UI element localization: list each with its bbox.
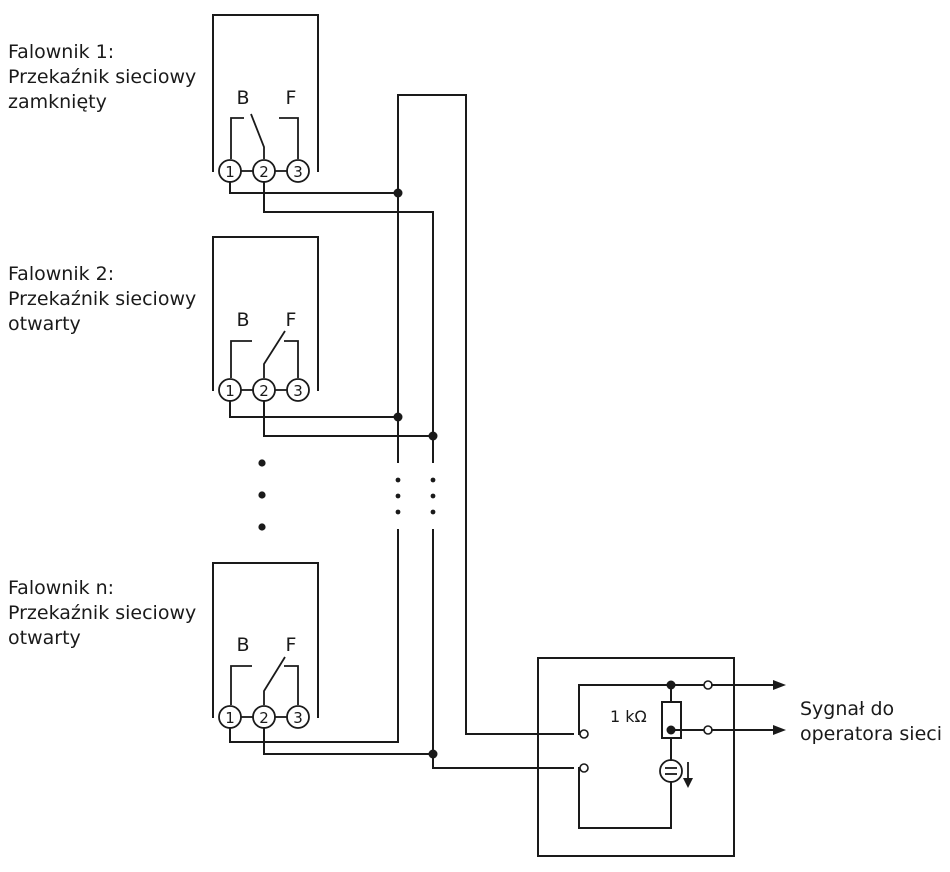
inverter-n-contact-b-label: B	[236, 634, 249, 656]
input-terminal	[579, 729, 589, 739]
inverter-n-contact-b	[230, 665, 252, 705]
junction-dot	[393, 412, 403, 422]
inverter-2-wire-terminal-1	[229, 400, 399, 418]
inverter-1-terminal-2-label: 2	[259, 163, 269, 181]
bus-break-dots	[395, 477, 436, 515]
inverter-n-contact-f-label: F	[286, 634, 297, 656]
inverter-n-terminal-3	[286, 705, 310, 729]
inverter-n-wire-terminal-1	[229, 727, 399, 743]
inverter-1-terminal-3-label: 3	[293, 163, 303, 181]
inverter-2-contact-f-label: F	[286, 309, 297, 331]
inverter-2-relay-label: Przekaźnik sieciowy	[8, 288, 197, 310]
output-signal-line-2: operatora sieci	[800, 723, 942, 745]
inverter-1-housing	[212, 14, 319, 172]
inverter-1-relay-label: Przekaźnik sieciowy	[8, 66, 197, 88]
bus-2-lower	[432, 529, 574, 769]
inverter-2-contact-b	[230, 340, 252, 378]
inverter-2-relay-open	[263, 330, 286, 378]
bus-terminal-2	[428, 431, 574, 769]
inverter-2-label: Falownik 2: Przekaźnik sieciowy otwarty	[8, 262, 196, 337]
inverter-2-terminal-1-label: 1	[225, 382, 235, 400]
inverter-2-title: Falownik 2:	[8, 263, 115, 285]
inverter-2-contact-f	[284, 340, 299, 378]
output-terminal	[703, 725, 713, 735]
bus-break-dot	[430, 477, 436, 483]
bus-1-return	[397, 94, 574, 735]
inverter-1: B F 1 2 3	[212, 14, 434, 437]
current-source-symbol	[659, 759, 683, 783]
inverter-1-title: Falownik 1:	[8, 41, 115, 63]
inverter-1-contact-f-label: F	[286, 87, 297, 109]
bus-terminal-1	[393, 94, 574, 743]
bus-break-dot	[395, 477, 401, 483]
inverter-1-terminal-1-label: 1	[225, 163, 235, 181]
inverter-n-label: Falownik n: Przekaźnik sieciowy otwarty	[8, 576, 196, 651]
bus-break-dot	[430, 493, 436, 499]
junction-dot	[428, 749, 438, 759]
inverter-1-contact-b-label: B	[236, 87, 249, 109]
inverter-1-relay-closed	[250, 113, 265, 159]
inverter-1-contact-b	[230, 117, 244, 159]
junction-dot	[393, 188, 403, 198]
inverter-1-wire-terminal-2	[263, 181, 434, 437]
inverter-n: B F 1 2 3	[212, 562, 434, 755]
junction-dot	[666, 725, 676, 735]
monitoring-unit-housing	[537, 657, 735, 857]
inverter-1-wire-terminal-1	[229, 181, 399, 194]
inverter-2-terminal-2-label: 2	[259, 382, 269, 400]
inverter-2-terminal-3	[286, 378, 310, 402]
inverter-2-wire-terminal-2	[263, 400, 434, 437]
inverter-n-title: Falownik n:	[8, 577, 115, 599]
arrow-right-icon	[773, 680, 786, 690]
ellipsis-dot	[258, 459, 266, 467]
bus-break-dot	[430, 509, 436, 515]
inverter-n-terminal-3-label: 3	[293, 709, 303, 727]
junction-dot	[666, 680, 676, 690]
inverter-n-relay-open	[263, 656, 286, 705]
inverter-n-contact-f	[284, 665, 299, 705]
inverter-n-housing	[212, 562, 319, 718]
inverter-2-relay-state: otwarty	[8, 313, 81, 335]
inverter-1-relay-state: zamknięty	[8, 91, 107, 113]
resistor-label: 1 kΩ	[610, 707, 647, 726]
arrow-right-icon	[773, 725, 786, 735]
inverter-2-terminal-3-label: 3	[293, 382, 303, 400]
inverter-1-label: Falownik 1: Przekaźnik sieciowy zamknięt…	[8, 40, 196, 115]
inverter-n-wire-terminal-2	[263, 727, 434, 755]
junction-dot	[428, 431, 438, 441]
inverter-n-terminal-1-label: 1	[225, 709, 235, 727]
inverter-2-contact-b-label: B	[236, 309, 249, 331]
lower-circuit-wire	[578, 767, 672, 829]
inverter-1-terminal-3	[286, 159, 310, 183]
more-inverters-ellipsis	[258, 459, 266, 531]
ellipsis-dot	[258, 523, 266, 531]
ellipsis-dot	[258, 491, 266, 499]
bus-break-dot	[395, 493, 401, 499]
current-direction-arrow-icon	[683, 778, 693, 788]
output-terminal	[703, 680, 713, 690]
inverter-2: B F 1 2 3	[212, 236, 434, 437]
output-signal-lines	[711, 680, 786, 735]
inverter-n-relay-state: otwarty	[8, 627, 81, 649]
bus-break-dot	[395, 509, 401, 515]
inverter-n-terminal-2-label: 2	[259, 709, 269, 727]
inverter-n-relay-label: Przekaźnik sieciowy	[8, 602, 197, 624]
output-signal-label: Sygnał do operatora sieci	[800, 697, 942, 747]
output-signal-line-1: Sygnał do	[800, 698, 895, 720]
input-terminal	[579, 763, 589, 773]
inverter-1-contact-f	[279, 117, 299, 159]
inverter-2-housing	[212, 236, 319, 391]
monitoring-unit: 1 kΩ	[537, 657, 735, 857]
